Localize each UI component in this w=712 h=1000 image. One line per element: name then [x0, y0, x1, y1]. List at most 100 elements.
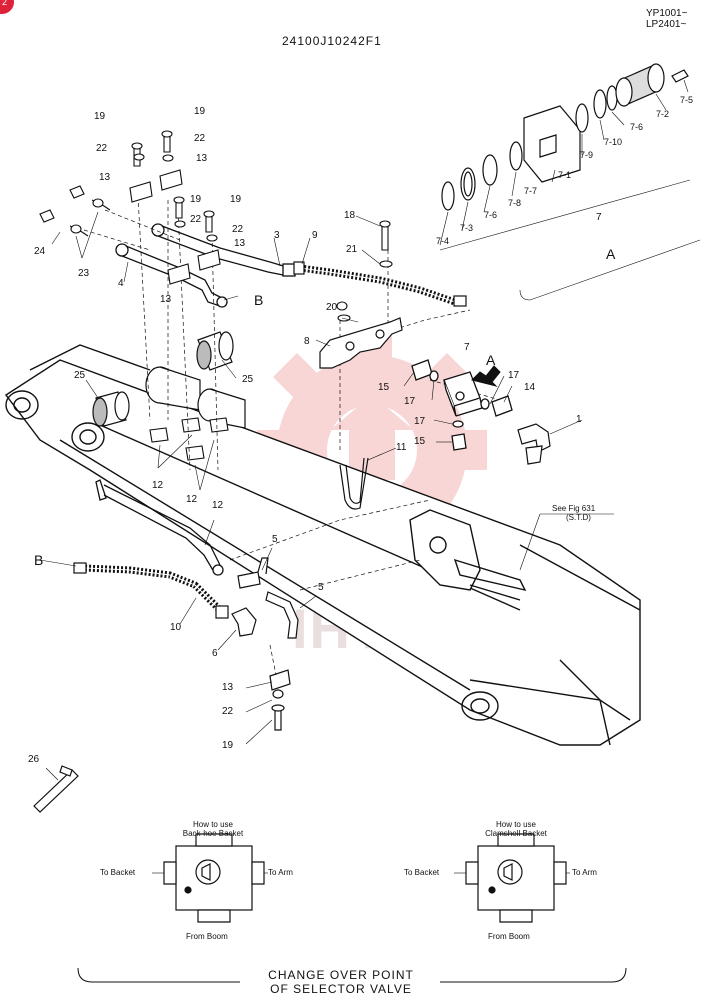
callout-7-6: 7-6	[630, 122, 644, 132]
callout-7-6: 7-6	[484, 210, 498, 220]
steel-pipe-4	[115, 243, 228, 308]
serial-line-2: LP2401~	[646, 19, 687, 30]
steel-pipe-3	[151, 223, 296, 277]
callout-12: 12	[152, 480, 164, 491]
callout-7-7: 7-7	[524, 186, 538, 196]
callout-7-4: 7-4	[436, 236, 450, 246]
bushing-25-right	[196, 331, 234, 371]
callout-23: 23	[78, 268, 90, 279]
callout-5: 5	[318, 582, 324, 593]
section-a-leaders	[439, 79, 701, 301]
reference-note-line-1: See Fig 631	[552, 504, 596, 513]
callout-13: 13	[196, 153, 208, 164]
callout-17: 17	[508, 370, 520, 381]
callout-25: 25	[74, 370, 86, 381]
callout-7-9: 7-9	[580, 150, 594, 160]
callout-20: 20	[326, 302, 338, 313]
valve-right-to-backet: To Backet	[404, 868, 440, 877]
callout-10: 10	[170, 622, 182, 633]
callout-1: 1	[576, 414, 582, 425]
arrow-a-pointer	[471, 365, 501, 387]
callout-12: 12	[186, 494, 198, 505]
diagram-caption: CHANGE OVER POINT OF SELECTOR VALVE	[236, 968, 446, 996]
callout-17: 17	[404, 396, 416, 407]
callout-4: 4	[118, 278, 124, 289]
part-number: 24100J10242F1	[282, 34, 382, 48]
view-letter-b: B	[254, 292, 265, 308]
callout-25: 25	[242, 374, 254, 385]
callout-3: 3	[274, 230, 280, 241]
callout-7-8: 7-8	[508, 198, 522, 208]
callout-15: 15	[378, 382, 390, 393]
callout-leaders	[39, 211, 614, 781]
bolt-cluster-top	[129, 130, 221, 285]
valve-right-to-arm: To Arm	[572, 868, 597, 877]
caption-line-2: OF SELECTOR VALVE	[270, 982, 412, 996]
callout-19: 19	[194, 106, 206, 117]
valve-right-title-line-2: Clamshell Backet	[485, 829, 547, 838]
hose-10	[73, 562, 229, 619]
callout-19: 19	[94, 111, 106, 122]
valve-right-title: How to use Clamshell Backet	[460, 820, 572, 838]
valve-left-title-line-1: How to use	[192, 820, 234, 829]
callout-7-3: 7-3	[460, 223, 474, 233]
caption-bracket-left	[77, 967, 240, 983]
bracket-8	[319, 317, 403, 369]
section-letter-a: A	[606, 246, 617, 262]
bolt-18	[336, 220, 393, 322]
clip-12-set	[149, 417, 229, 461]
caption-bracket-right	[440, 967, 627, 983]
callout-22: 22	[232, 224, 244, 235]
callout-7-2: 7-2	[656, 109, 670, 119]
callout-24: 24	[34, 246, 46, 257]
caption-line-1: CHANGE OVER POINT	[268, 968, 414, 982]
callout-19: 19	[230, 194, 242, 205]
callout-7-5: 7-5	[680, 95, 694, 105]
tee-5	[237, 557, 299, 639]
serial-range: YP1001~ LP2401~	[646, 8, 687, 30]
callout-26: 26	[28, 754, 40, 765]
reference-note-line-2: (S.T.D)	[566, 513, 591, 522]
callout-8: 8	[304, 336, 310, 347]
section-a-parts	[441, 63, 689, 211]
valve-left-to-arm: To Arm	[268, 868, 293, 877]
callout-9: 9	[312, 230, 318, 241]
valve-left-title: How to use Back-hoe Backet	[158, 820, 268, 838]
callout-14: 14	[524, 382, 536, 393]
hose-9	[293, 261, 467, 307]
callout-22: 22	[190, 214, 202, 225]
callout-7-10: 7-10	[604, 137, 623, 147]
clip-13-lower	[269, 669, 291, 731]
u-bolt-11	[339, 457, 369, 510]
callout-22: 22	[96, 143, 108, 154]
selector-valve-7	[411, 359, 513, 451]
valve-left-from-boom: From Boom	[186, 932, 228, 941]
callout-12: 12	[212, 500, 224, 511]
callout-15: 15	[414, 436, 426, 447]
valve-left-to-backet: To Backet	[100, 868, 136, 877]
valve-left-title-line-2: Back-hoe Backet	[182, 829, 244, 838]
callout-7-assembly: 7	[596, 212, 602, 223]
nut-stud-cluster	[39, 185, 111, 237]
callout-7-1: 7-1	[558, 170, 572, 180]
callout-22: 22	[222, 706, 234, 717]
valve-right-from-boom: From Boom	[488, 932, 530, 941]
serial-line-1: YP1001~	[646, 8, 688, 19]
callout-22: 22	[194, 133, 206, 144]
arrow-letter-a: A	[486, 352, 497, 368]
callout-18: 18	[344, 210, 356, 221]
steel-pipe-12	[95, 479, 224, 576]
callout-19: 19	[222, 740, 234, 751]
callout-5: 5	[272, 534, 278, 545]
callout-17: 17	[414, 416, 426, 427]
valve-left-diagram	[163, 833, 265, 923]
valve-right-diagram	[465, 833, 567, 923]
callout-6: 6	[212, 648, 218, 659]
callout-13: 13	[99, 172, 111, 183]
elbow-6	[231, 607, 257, 637]
reference-note: See Fig 631 (S.T.D)	[552, 504, 595, 522]
callout-13: 13	[234, 238, 246, 249]
view-letter-b: B	[34, 552, 45, 568]
callout-7: 7	[464, 342, 470, 353]
